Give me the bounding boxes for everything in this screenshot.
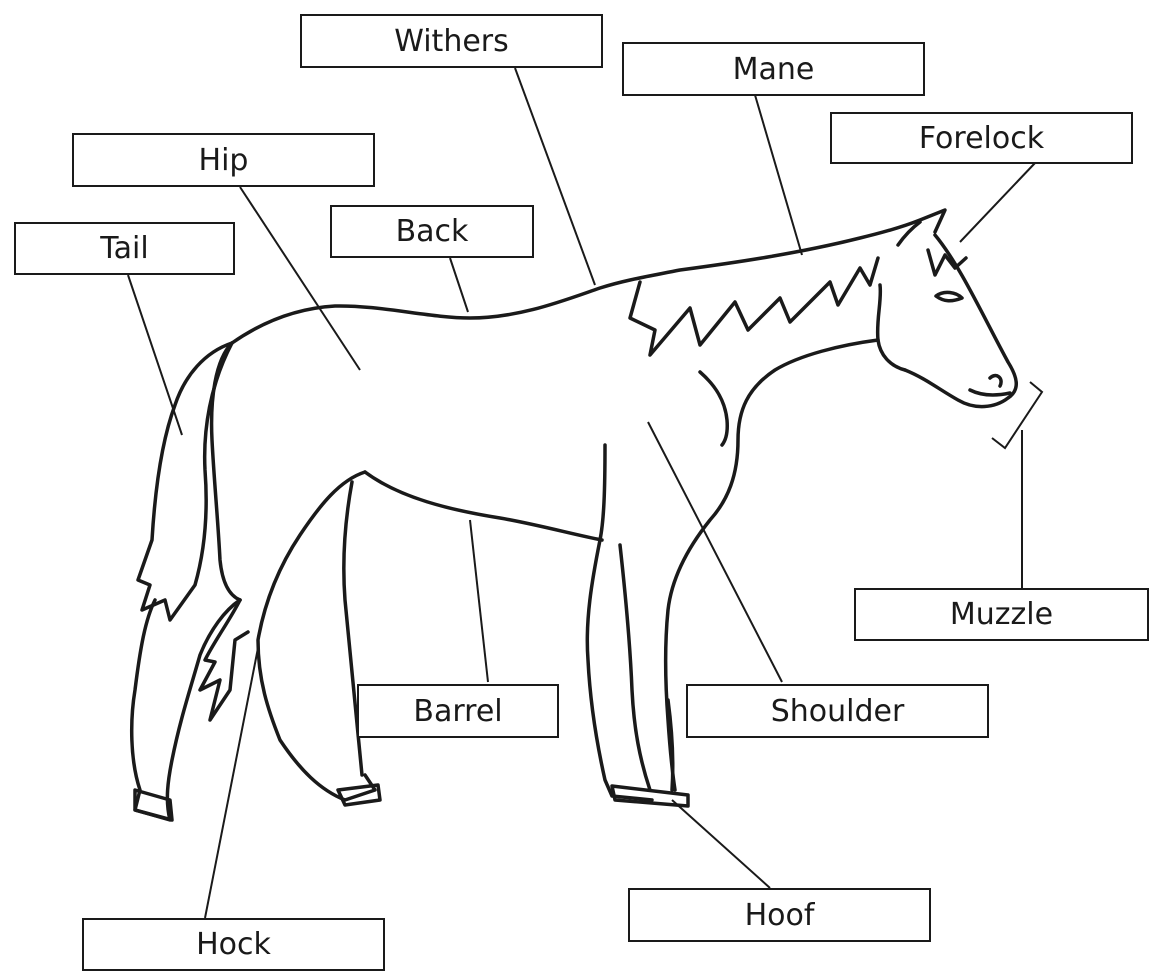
pointer-line-hoof <box>672 800 770 888</box>
horse-nostril <box>990 376 1001 386</box>
horse-shoulder-curve <box>700 372 727 445</box>
muzzle-bracket <box>992 382 1042 448</box>
horse-eye <box>936 292 962 300</box>
label-shoulder: Shoulder <box>686 684 989 738</box>
label-withers: Withers <box>300 14 603 68</box>
pointer-line-back <box>450 258 468 312</box>
pointer-line-barrel <box>470 520 488 682</box>
horse-tail <box>138 343 232 620</box>
label-hock: Hock <box>82 918 385 971</box>
label-forelock: Forelock <box>830 112 1133 164</box>
label-back: Back <box>330 205 534 258</box>
pointer-line-mane <box>755 95 802 255</box>
label-hoof: Hoof <box>628 888 931 942</box>
horse-jaw-outline <box>878 285 905 370</box>
pointer-line-forelock <box>960 163 1035 242</box>
horse-hind-feather <box>200 600 248 720</box>
horse-belly <box>365 472 602 540</box>
label-muzzle: Muzzle <box>854 588 1149 641</box>
pointer-line-tail <box>128 275 182 435</box>
label-mane: Mane <box>622 42 925 96</box>
horse-mouth <box>970 390 1010 395</box>
horse-front-leg-inner <box>620 545 650 790</box>
horse-front-leg-back <box>587 445 652 800</box>
horse-hind-leg-rear <box>132 600 240 820</box>
label-tail: Tail <box>14 222 235 275</box>
label-hip: Hip <box>72 133 375 187</box>
pointer-line-shoulder <box>648 422 782 682</box>
label-barrel: Barrel <box>357 684 559 738</box>
horse-hind-leg-front <box>258 472 375 800</box>
